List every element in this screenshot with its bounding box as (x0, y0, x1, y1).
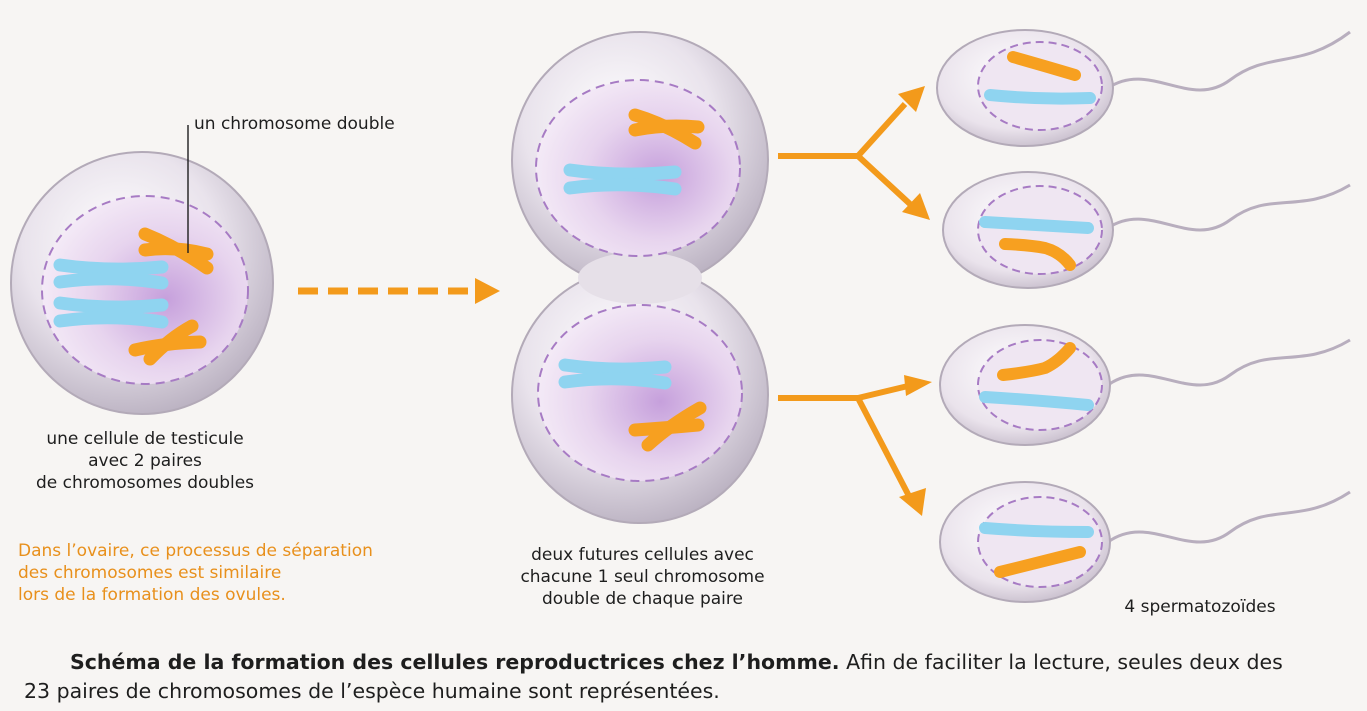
spermatozoon-4 (939, 481, 1351, 603)
spermatozoon-3 (939, 324, 1351, 446)
top-fork-arrowhead-down (902, 193, 930, 220)
label-chromosome-double: un chromosome double (194, 114, 395, 134)
label-testicle-line-3: de chromosomes doubles (35, 473, 255, 493)
ovary-note-line-3: lors de la formation des ovules. (18, 585, 286, 605)
label-testicle-line-2: avec 2 paires (88, 451, 202, 471)
label-two-cells: deux futures cellules avec chacune 1 seu… (500, 544, 785, 610)
label-testicle-cell: une cellule de testicule avec 2 paires d… (0, 428, 290, 494)
label-sperm-count: 4 spermatozoïdes (1124, 597, 1276, 617)
top-fork-arrowhead-up (898, 86, 925, 112)
top-fork-arrow (778, 101, 913, 207)
orange-chromosome-pair-left (128, 227, 214, 366)
caption-title: Schéma de la formation des cellules repr… (70, 650, 840, 674)
top-cell-chromosomes (563, 108, 705, 196)
bottom-fork-arrow (778, 383, 913, 500)
bottom-cell-chromosomes (558, 358, 707, 452)
label-two-cells-line-1: deux futures cellules avec (531, 545, 754, 565)
caption-line-1: Schéma de la formation des cellules repr… (24, 648, 1354, 677)
dashed-arrow-head (475, 278, 500, 304)
ovary-note: Dans l’ovaire, ce processus de séparatio… (18, 540, 373, 606)
label-two-cells-line-2: chacune 1 seul chromosome (520, 567, 765, 587)
bottom-fork-arrowhead-down (899, 488, 926, 516)
dividing-cell (511, 31, 769, 524)
ovary-note-line-2: des chromosomes est similaire (18, 563, 282, 583)
label-testicle-line-1: une cellule de testicule (46, 429, 244, 449)
spermatozoon-1 (936, 29, 1351, 147)
caption-body-line-2: 23 paires de chromosomes de l’espèce hum… (24, 679, 720, 703)
figure-caption: Schéma de la formation des cellules repr… (24, 648, 1354, 706)
caption-body-line-1: Afin de faciliter la lecture, seules deu… (846, 650, 1283, 674)
blue-chromosome-pair-left (53, 258, 169, 329)
spermatozoon-2 (942, 171, 1351, 289)
bottom-fork-arrowhead-up (904, 375, 932, 396)
label-two-cells-line-3: double de chaque paire (542, 589, 743, 609)
ovary-note-line-1: Dans l’ovaire, ce processus de séparatio… (18, 541, 373, 561)
